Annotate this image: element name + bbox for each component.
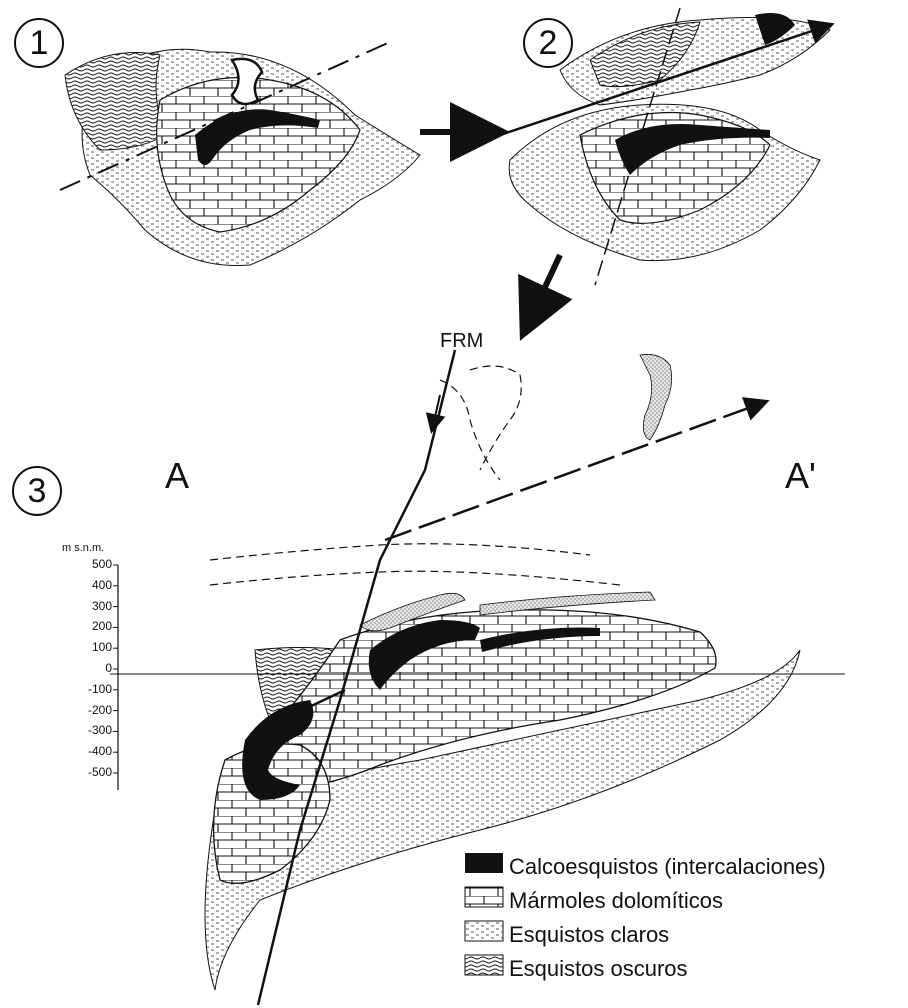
axis-tick-label: -300 [72, 723, 112, 737]
axis-tick-label: 0 [72, 661, 112, 675]
stage-number-1: 1 [14, 18, 64, 68]
axis-tick-label: -100 [72, 682, 112, 696]
stage-1-sketch [60, 42, 420, 266]
axis-tick-label: 300 [72, 599, 112, 613]
arrow-2-to-3 [525, 255, 560, 330]
axis-tick-label: 400 [72, 578, 112, 592]
axis-tick-label: 500 [72, 557, 112, 571]
axis-unit-label: m s.n.m. [62, 542, 104, 554]
legend: Calcoesquistos (intercalaciones) Mármole… [465, 850, 826, 986]
section-label-left: A [165, 455, 189, 497]
legend-item: Esquistos claros [465, 918, 826, 952]
stage-number-3: 3 [12, 466, 62, 516]
legend-item: Esquistos oscuros [465, 952, 826, 986]
axis-tick-label: -500 [72, 765, 112, 779]
axis-tick-label: -400 [72, 744, 112, 758]
axis-tick-label: 100 [72, 640, 112, 654]
section-label-right: A' [785, 455, 816, 497]
legend-label-esquistos-claros: Esquistos claros [509, 922, 669, 948]
legend-item: Mármoles dolomíticos [465, 884, 826, 918]
legend-label-marmoles: Mármoles dolomíticos [509, 888, 723, 914]
stage-number-2: 2 [523, 18, 573, 68]
legend-label-calcoesquistos: Calcoesquistos (intercalaciones) [509, 854, 826, 880]
fault-label-frm: FRM [440, 330, 483, 353]
axis-tick-label: 200 [72, 619, 112, 633]
axis-tick-label: -200 [72, 703, 112, 717]
legend-label-esquistos-oscuros: Esquistos oscuros [509, 956, 688, 982]
legend-item: Calcoesquistos (intercalaciones) [465, 850, 826, 884]
